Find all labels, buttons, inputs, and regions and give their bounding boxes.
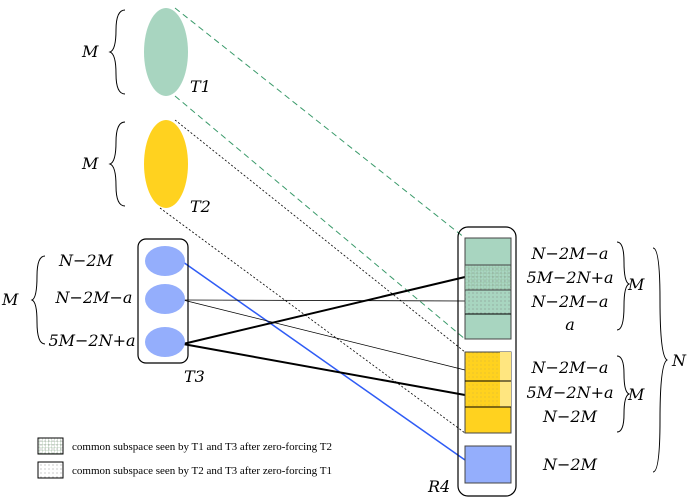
m-label: M <box>81 154 99 173</box>
dim-label: N−2M−a <box>531 244 609 263</box>
brace <box>616 355 631 433</box>
m-label: M <box>81 42 99 61</box>
r4-blue-block <box>464 445 512 484</box>
brace <box>652 247 669 473</box>
legend-text: common subspace seen by T1 and T3 after … <box>72 441 332 453</box>
link <box>182 299 466 371</box>
t2-bottom-projection <box>159 207 466 434</box>
highlight <box>500 352 511 407</box>
brace <box>616 241 631 331</box>
t1-ellipse <box>144 8 188 96</box>
t3-stream <box>145 246 185 276</box>
t3-stream <box>145 284 185 314</box>
dim-label: N−2M−a <box>531 292 609 311</box>
legend-text: common subspace seen by T2 and T3 after … <box>72 465 332 477</box>
r4-box <box>457 226 517 497</box>
link <box>182 343 466 396</box>
brace <box>30 255 46 345</box>
blue-link <box>182 261 466 461</box>
t3-stream <box>145 327 185 357</box>
n-label: N <box>671 351 687 370</box>
r4-label: R4 <box>427 477 450 496</box>
link <box>182 276 466 345</box>
t2-label: T2 <box>190 197 211 216</box>
t1-top-projection <box>174 7 466 239</box>
dim-label: N−2M <box>542 407 598 426</box>
link <box>182 299 466 302</box>
t1-label: T1 <box>190 77 211 96</box>
common-subspace-grid <box>465 265 511 290</box>
t2-ellipse <box>144 120 188 208</box>
t3-box <box>137 238 189 364</box>
brace <box>108 121 126 207</box>
legend-swatch-dots-overlay <box>38 438 63 454</box>
dim-label: 5M−2N+a <box>48 331 135 350</box>
brace <box>108 9 126 95</box>
dim-label: N−2M−a <box>55 288 133 307</box>
legend-swatch-dots <box>37 461 64 479</box>
dim-label: 5M−2N+a <box>526 383 613 402</box>
m-label: M <box>627 275 645 294</box>
t3-label: T3 <box>184 367 205 386</box>
dim-label: N−2M <box>542 455 598 474</box>
dim-label: N−2M <box>58 251 114 270</box>
dim-label: N−2M−a <box>531 358 609 377</box>
t1-bottom-projection <box>174 95 466 340</box>
m-label: M <box>1 290 19 309</box>
dim-label: a <box>565 315 575 334</box>
m-label: M <box>627 385 645 404</box>
t2-top-projection <box>174 119 466 353</box>
dim-label: 5M−2N+a <box>526 268 613 287</box>
